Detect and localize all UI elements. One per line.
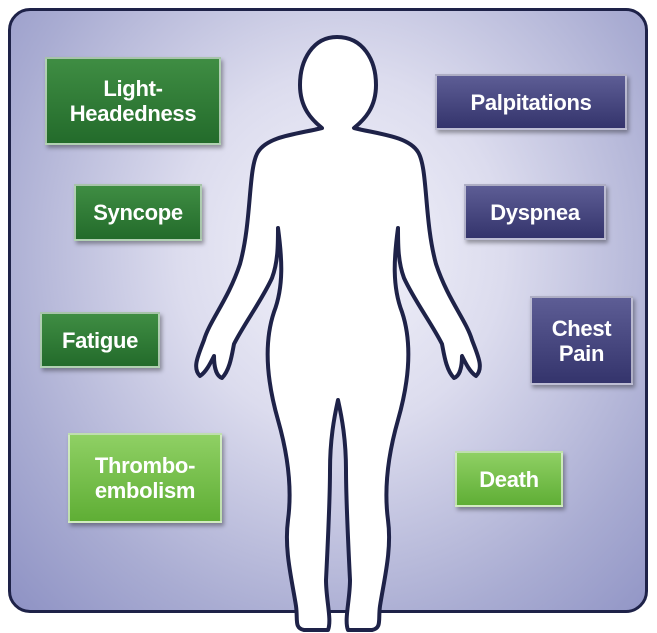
symptom-palpitations: Palpitations <box>435 74 627 130</box>
symptom-syncope: Syncope <box>74 184 202 241</box>
symptom-dyspnea: Dyspnea <box>464 184 606 240</box>
symptom-light-headedness: Light- Headedness <box>45 57 221 145</box>
symptom-chest-pain: Chest Pain <box>530 296 633 385</box>
symptom-death: Death <box>455 451 563 507</box>
symptom-thromboembolism: Thrombo- embolism <box>68 433 222 523</box>
symptom-fatigue: Fatigue <box>40 312 160 368</box>
